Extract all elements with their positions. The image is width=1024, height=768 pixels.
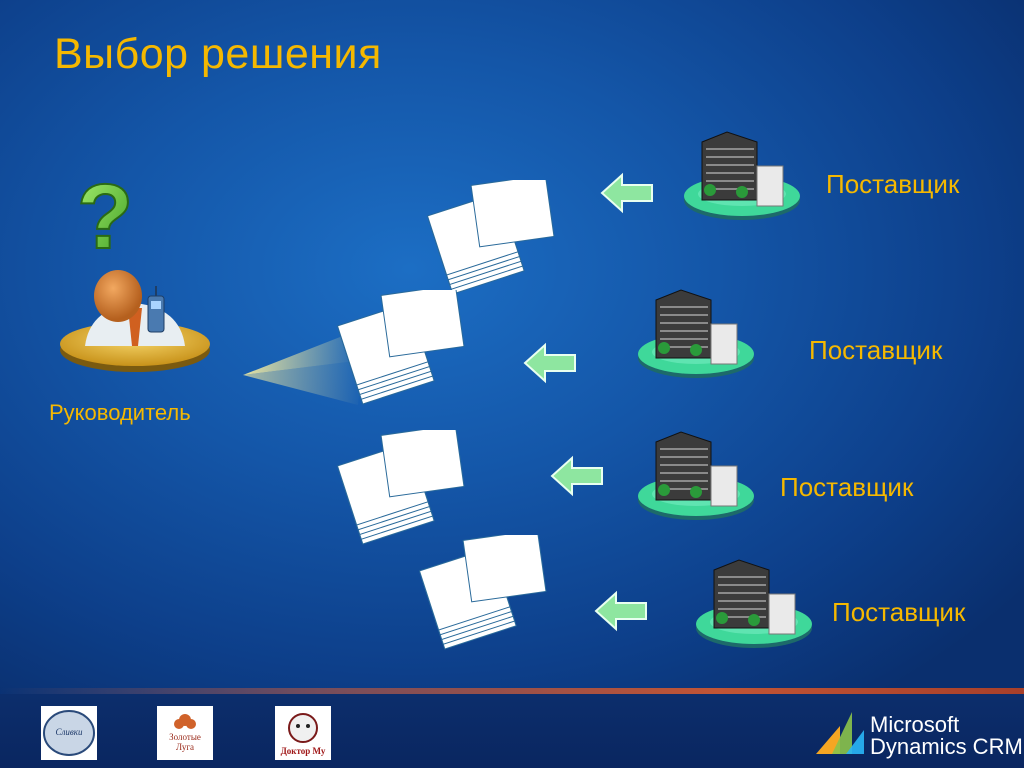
- document-stack-1: [426, 180, 555, 295]
- supplier-building-icon: [696, 559, 812, 648]
- logo-slivki: Сливки: [41, 706, 97, 760]
- arrow-left-icon: [523, 342, 576, 384]
- supplier-building-icon: [638, 289, 754, 378]
- svg-text:?: ?: [77, 168, 133, 268]
- logo-zolotye-luga: Золотые Луга: [157, 706, 213, 760]
- zolotye-luga-logo-icon: [174, 714, 196, 729]
- slide-title: Выбор решения: [54, 30, 382, 78]
- doktor-mu-logo-icon: [288, 713, 318, 743]
- logo-doktor-mu: Доктор Му: [275, 706, 331, 760]
- document-stack-3: [336, 430, 465, 545]
- supplier-building-icon: [684, 131, 800, 220]
- arrow-left-icon: [600, 172, 653, 214]
- slivki-logo-icon: [43, 710, 95, 756]
- arrow-left-icon: [594, 590, 647, 632]
- supplier-building-icon: [638, 431, 754, 520]
- arrow-left-icon: [550, 455, 603, 497]
- dynamics-crm-logo-icon: [816, 712, 864, 754]
- manager-label: Руководитель: [49, 400, 191, 425]
- decision-beam: [243, 330, 363, 405]
- question-mark-icon: ?: [76, 168, 134, 269]
- supplier-label: Поставщик: [780, 472, 914, 502]
- manager-illustration: ?: [60, 168, 210, 372]
- supplier-label: Поставщик: [832, 597, 966, 627]
- document-stack-2: [336, 290, 465, 405]
- document-stack-4: [418, 535, 547, 650]
- supplier-label: Поставщик: [809, 335, 943, 365]
- supplier-label: Поставщик: [826, 169, 960, 199]
- microsoft-dynamics-crm-brand: Microsoft Dynamics CRM: [870, 712, 1023, 759]
- footer-divider: [0, 688, 1024, 694]
